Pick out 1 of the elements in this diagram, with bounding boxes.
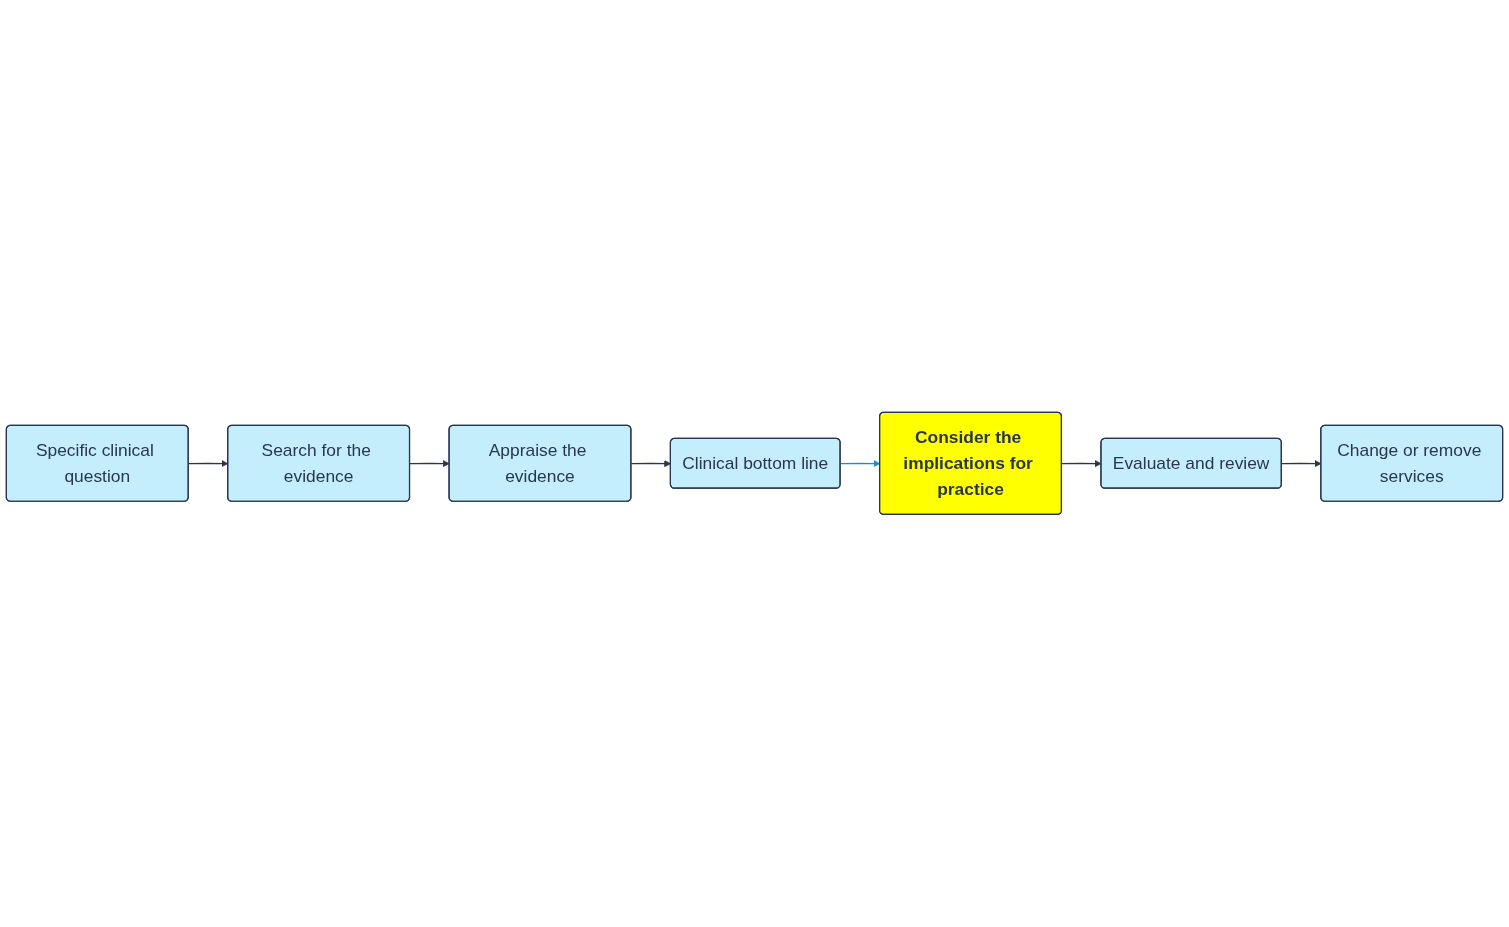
arrow [409, 460, 450, 468]
